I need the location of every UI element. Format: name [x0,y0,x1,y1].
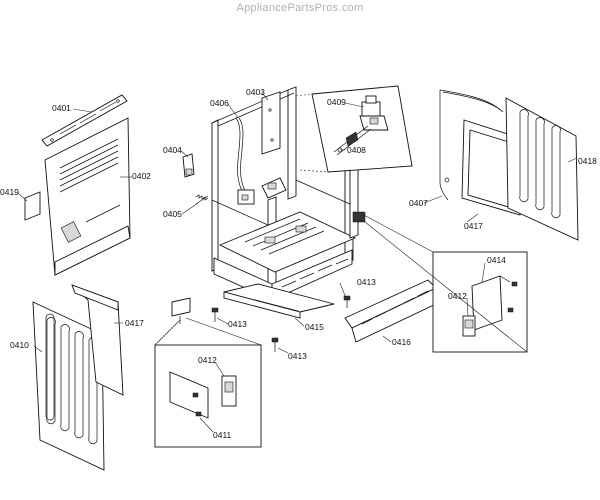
part-0417-inner-panel [461,119,521,216]
part-hinge-bracket [261,177,287,199]
label-0413-a: 0413 [228,319,247,329]
part-0403-panel [261,91,281,155]
part-0416-trim [344,279,441,343]
watermark: AppliancePartsPros.com [236,2,364,14]
label-0416: 0416 [392,337,411,347]
part-0413-screw-1 [211,307,219,322]
part-0406-cable [235,117,255,205]
part-0405-spring [195,194,209,205]
inset-box-0412-0411 [154,344,262,448]
part-0413-screw-3 [343,295,351,308]
part-0412-switch [462,315,476,337]
label-0418: 0418 [578,156,597,166]
label-0406: 0406 [210,98,229,108]
part-0409-valve [359,95,389,131]
part-0418-outer-panel [505,97,579,241]
leader-lines [17,92,578,433]
part-0407-tube [439,89,504,201]
label-0410: 0410 [10,340,29,350]
part-0415-kick-plate [223,283,335,319]
inset-box-0414-0412 [432,251,528,353]
label-0402: 0402 [132,171,151,181]
part-0417-insulation-panel [71,284,124,396]
label-0419: 0419 [0,187,19,197]
label-0403: 0403 [246,87,265,97]
label-0417-right: 0417 [464,221,483,231]
part-0411-bracket [169,371,209,419]
part-chassis-frame [211,86,359,304]
label-0401: 0401 [52,103,71,113]
label-0414: 0414 [487,255,506,265]
part-0413-screw-2 [271,337,279,352]
part-0404-block [182,153,195,178]
label-0412-left: 0412 [198,355,217,365]
part-0402-side-panel [44,117,131,276]
label-0409: 0409 [327,97,346,107]
part-0401-top-trim [41,94,128,147]
part-0410-side-panel [32,301,105,471]
inset-box-0409-0408 [311,85,413,173]
part-labels: 0401 0402 0403 0404 0405 0406 0407 0408 … [0,87,597,440]
label-0411: 0411 [213,430,232,440]
part-0414-bracket [471,275,518,331]
label-0413-c: 0413 [357,277,376,287]
label-0412-right: 0412 [448,291,467,301]
part-0408-pipe [333,125,372,156]
label-0407: 0407 [409,198,428,208]
part-0412-switch-left [221,375,237,407]
label-0415: 0415 [305,322,324,332]
part-leveler-bracket [171,297,191,324]
part-0419-plate [24,191,41,221]
label-0405: 0405 [163,209,182,219]
label-0417-left: 0417 [125,318,144,328]
label-0408: 0408 [347,145,366,155]
label-0404: 0404 [163,145,182,155]
label-0413-b: 0413 [288,351,307,361]
part-connector [352,211,366,223]
